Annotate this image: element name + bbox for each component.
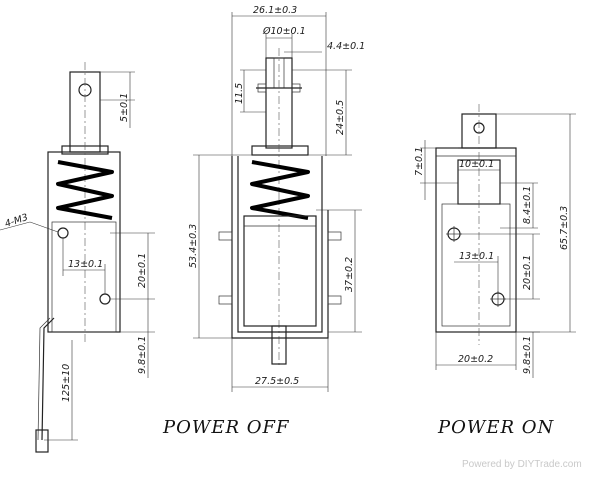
left-mount-hole-2 [99, 293, 111, 305]
mid-dim-width-top: 26.1±0.3 [253, 5, 297, 16]
right-dim-width-top: 10±0.1 [459, 159, 494, 170]
right-dim-width-bottom: 20±0.2 [458, 354, 493, 365]
right-view: 7±0.1 10±0.1 8.4±0.1 65.7±0.3 13±0.1 20±… [414, 104, 576, 378]
left-mount-hole-1 [57, 227, 69, 239]
mid-dim-width-bottom: 27.5±0.5 [255, 376, 299, 387]
mid-screws [218, 231, 342, 305]
left-dim-hole-vertical: 20±0.1 [137, 253, 148, 288]
left-lead-terminal [35, 429, 49, 453]
mid-dim-coil-height: 37±0.2 [344, 257, 355, 292]
left-spring [56, 160, 114, 220]
right-dim-top-offset: 7±0.1 [414, 147, 425, 176]
left-dim-lead: 125±10 [61, 364, 72, 402]
mid-spring [250, 160, 310, 220]
left-dim-hole-spacing: 13±0.1 [68, 259, 103, 270]
right-dim-hole-spacing: 13±0.1 [459, 251, 494, 262]
left-dim-bottom: 9.8±0.1 [137, 336, 148, 374]
right-dim-side: 8.4±0.1 [522, 186, 533, 224]
mid-frame [237, 156, 323, 333]
left-coil [51, 221, 117, 333]
caption-power-on: POWER ON [437, 417, 555, 438]
mid-dim-plunger-dia: Ø10±0.1 [262, 26, 306, 37]
right-dim-bottom: 9.8±0.1 [522, 336, 533, 374]
mid-dim-pin: 11.5 [234, 83, 245, 104]
left-dim-top: 5±0.1 [119, 93, 130, 122]
right-coil [441, 203, 511, 327]
mid-dim-total-height: 53.4±0.3 [188, 224, 199, 268]
right-dim-hole-vertical: 20±0.1 [522, 255, 533, 290]
middle-view: 26.1±0.3 Ø10±0.1 4.4±0.1 11.5 24±0.5 53.… [188, 5, 365, 392]
caption-power-off: POWER OFF [162, 417, 290, 438]
mid-dim-stroke-top: 24±0.5 [335, 100, 346, 135]
mid-dim-slot: 4.4±0.1 [327, 41, 365, 52]
right-frame [435, 147, 517, 333]
mid-coil [243, 215, 317, 327]
left-dim-screw: 4-M3 [4, 212, 30, 230]
watermark: Powered by DIYTrade.com [462, 459, 582, 470]
left-lead-wire [41, 317, 55, 441]
left-view: 5±0.1 4-M3 13±0.1 20±0.1 9.8±0.1 125±10 [0, 62, 155, 453]
mid-plunger-collar [251, 145, 309, 156]
right-dim-total: 65.7±0.3 [559, 206, 570, 250]
mid-bottom-pin [271, 325, 287, 365]
